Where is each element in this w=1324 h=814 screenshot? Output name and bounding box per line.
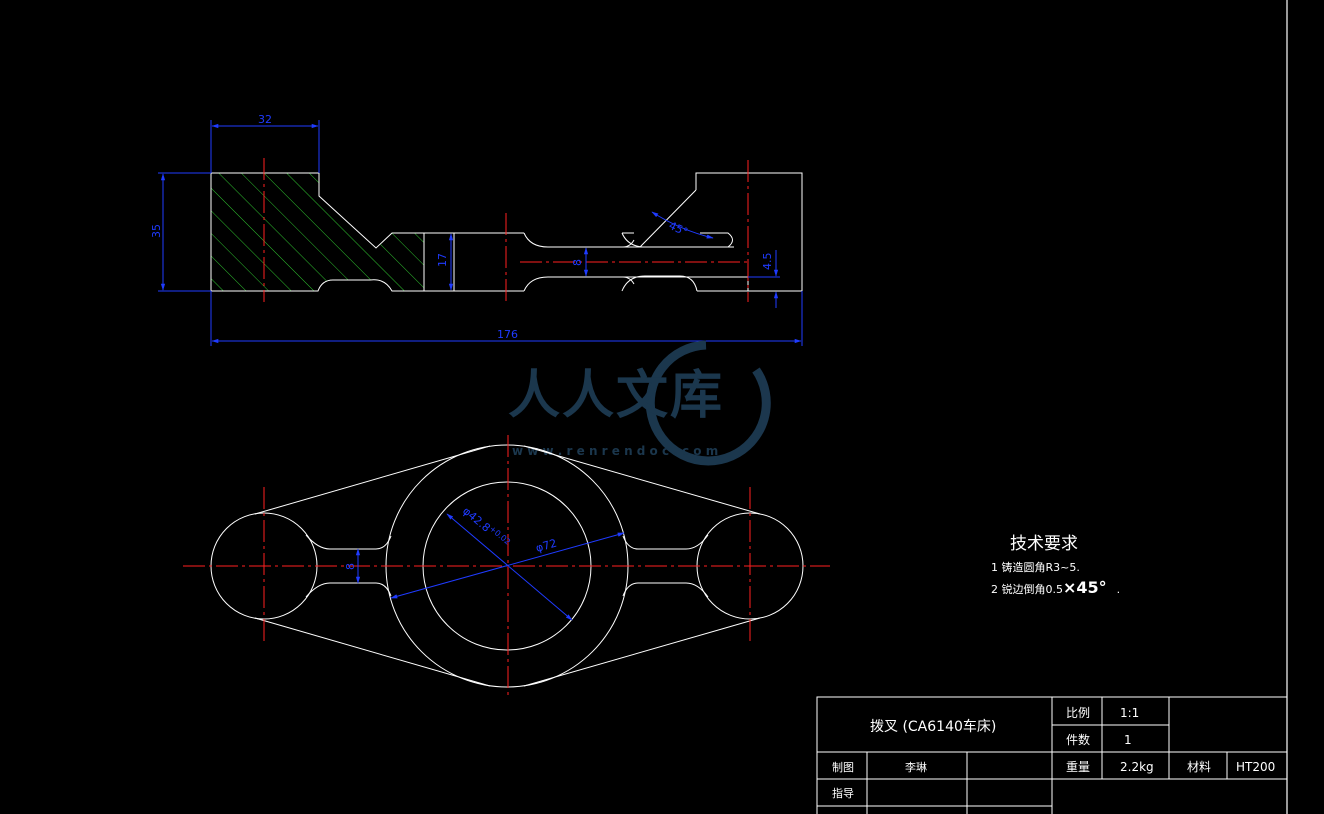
title-block [816,696,1288,814]
dim-phi-outer: φ72 [534,537,558,555]
watermark: 人人文库 w w w . r e n r e n d o c . c o m [508,340,771,466]
front-view-hatched-section [210,172,425,292]
dim-chamfer: 45° [667,219,690,239]
watermark-logo-ring [645,340,771,466]
top-view: φ42.8+0.02 φ72 8 [183,435,830,698]
tech-requirements: 技术要求 1 铸造圆角R3~5. 2 锐边倒角0.5×45°. [991,534,1120,597]
front-view-right-block [695,172,803,292]
dim-web-width: 8 [344,563,357,570]
dim-slot: 17 [436,253,449,267]
dim-height-left: 35 [150,224,163,238]
drawn-value: 李琳 [905,760,927,774]
material-label: 材料 [1187,760,1211,774]
dim-step: 4.5 [761,253,774,271]
part-name: 拨叉 (CA6140车床) [870,718,996,735]
scale-value: 1:1 [1120,706,1139,720]
dim-width-top: 32 [258,113,272,126]
front-view: 32 35 17 8 4.5 45° 176 [150,113,803,346]
dim-phi-bore: φ42.8+0.02 [460,504,512,551]
watermark-text: 人人文库 [508,366,724,426]
tech-requirements-title: 技术要求 [1010,534,1078,554]
material-value: HT200 [1236,760,1275,774]
watermark-url: w w w . r e n r e n d o c . c o m [512,444,718,458]
guide-label: 指导 [832,786,854,800]
tech-requirement-2: 2 锐边倒角0.5×45°. [991,578,1120,597]
weight-value: 2.2kg [1120,760,1154,774]
scale-label: 比例 [1066,706,1090,720]
front-view-middle-outline [424,232,455,292]
dim-web: 8 [571,259,584,266]
qty-value: 1 [1124,733,1132,747]
weight-label: 重量 [1066,760,1090,774]
drawn-label: 制图 [832,761,854,774]
tech-requirement-1: 1 铸造圆角R3~5. [991,560,1080,574]
qty-label: 件数 [1066,732,1090,747]
dim-total-length: 176 [497,328,518,341]
